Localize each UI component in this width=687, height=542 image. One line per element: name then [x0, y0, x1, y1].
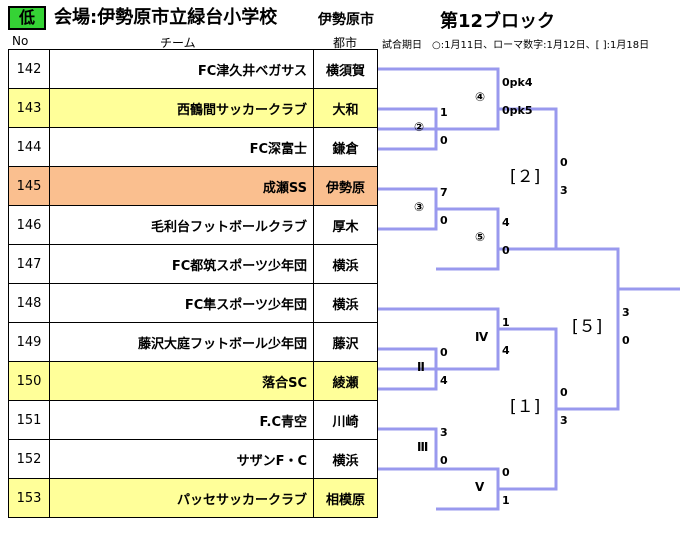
bracket-line	[378, 427, 438, 471]
team-number: 146	[8, 205, 50, 245]
bracket-line	[498, 107, 558, 251]
team-number: 153	[8, 478, 50, 518]
team-name: 成瀬SS	[49, 166, 314, 206]
bottom-score: 0	[440, 454, 448, 467]
match-label: Ⅳ	[475, 330, 489, 344]
top-score: 4	[502, 216, 510, 229]
bracket-line	[378, 187, 438, 231]
bracket-line	[378, 347, 438, 391]
match-label: Ⅴ	[475, 480, 485, 494]
team-city: 横浜	[313, 244, 378, 284]
top-score: 3	[622, 306, 630, 319]
team-number: 148	[8, 283, 50, 323]
venue-title: 会場:伊勢原市立緑台小学校	[54, 7, 278, 28]
schedule-note: 試合期日 ○:1月11日、ローマ数字:1月12日、[ ]:1月18日	[382, 40, 650, 51]
top-score: 1	[440, 106, 448, 119]
match-label: [１]	[510, 397, 541, 417]
bottom-score: 0	[622, 334, 630, 347]
top-score: 7	[440, 186, 448, 199]
team-name: 落合SC	[49, 361, 314, 401]
bracket-line	[436, 467, 500, 511]
match-label: [２]	[510, 167, 541, 187]
team-number: 142	[8, 49, 50, 89]
bottom-score: 0	[440, 214, 448, 227]
team-city: 伊勢原	[313, 166, 378, 206]
bracket-line	[378, 307, 500, 371]
top-score: 0	[502, 466, 510, 479]
bottom-score: 0	[502, 244, 510, 257]
match-label: Ⅱ	[417, 360, 425, 374]
team-number: 147	[8, 244, 50, 284]
team-number: 151	[8, 400, 50, 440]
top-score: 0	[440, 346, 448, 359]
bottom-score: 1	[502, 494, 510, 507]
match-label: [５]	[572, 317, 603, 337]
team-city: 相模原	[313, 478, 378, 518]
team-number: 149	[8, 322, 50, 362]
team-name: 藤沢大庭フットボール少年団	[49, 322, 314, 362]
bottom-score: 3	[560, 414, 568, 427]
team-city: 横浜	[313, 283, 378, 323]
bracket-line	[378, 67, 500, 131]
column-header-team: チーム	[160, 36, 196, 50]
bottom-score: 4	[440, 374, 448, 387]
venue-city: 伊勢原市	[318, 12, 374, 28]
bottom-score: 0	[440, 134, 448, 147]
column-header-no: No	[12, 34, 29, 48]
column-header-city: 都市	[333, 36, 358, 50]
block-title: 第12ブロック	[440, 11, 556, 32]
bracket-line	[436, 207, 500, 271]
match-label: ⑤	[475, 230, 486, 244]
team-number: 152	[8, 439, 50, 479]
team-name: F.C青空	[49, 400, 314, 440]
bottom-score: 4	[502, 344, 510, 357]
top-score: 0pk4	[502, 76, 533, 89]
team-city: 藤沢	[313, 322, 378, 362]
top-score: 0	[560, 156, 568, 169]
team-number: 145	[8, 166, 50, 206]
match-label: ②	[414, 120, 425, 134]
bracket-line	[556, 247, 620, 411]
team-number: 144	[8, 127, 50, 167]
bottom-score: 3	[560, 184, 568, 197]
bottom-score: 0pk5	[502, 104, 533, 117]
team-name: パッセサッカークラブ	[49, 478, 314, 518]
team-city: 川崎	[313, 400, 378, 440]
team-city: 大和	[313, 88, 378, 128]
team-city: 綾瀬	[313, 361, 378, 401]
team-name: FC隼スポーツ少年団	[49, 283, 314, 323]
match-label: ③	[414, 200, 425, 214]
team-city: 鎌倉	[313, 127, 378, 167]
top-score: 3	[440, 426, 448, 439]
team-name: FC都筑スポーツ少年団	[49, 244, 314, 284]
team-name: 毛利台フットボールクラブ	[49, 205, 314, 245]
team-city: 横浜	[313, 439, 378, 479]
top-score: 0	[560, 386, 568, 399]
team-city: 横須賀	[313, 49, 378, 89]
match-label: Ⅲ	[417, 440, 429, 454]
team-name: サザンF・C	[49, 439, 314, 479]
team-name: 西鶴間サッカークラブ	[49, 88, 314, 128]
match-label: ④	[475, 90, 486, 104]
division-badge: 低	[8, 6, 46, 30]
top-score: 1	[502, 316, 510, 329]
